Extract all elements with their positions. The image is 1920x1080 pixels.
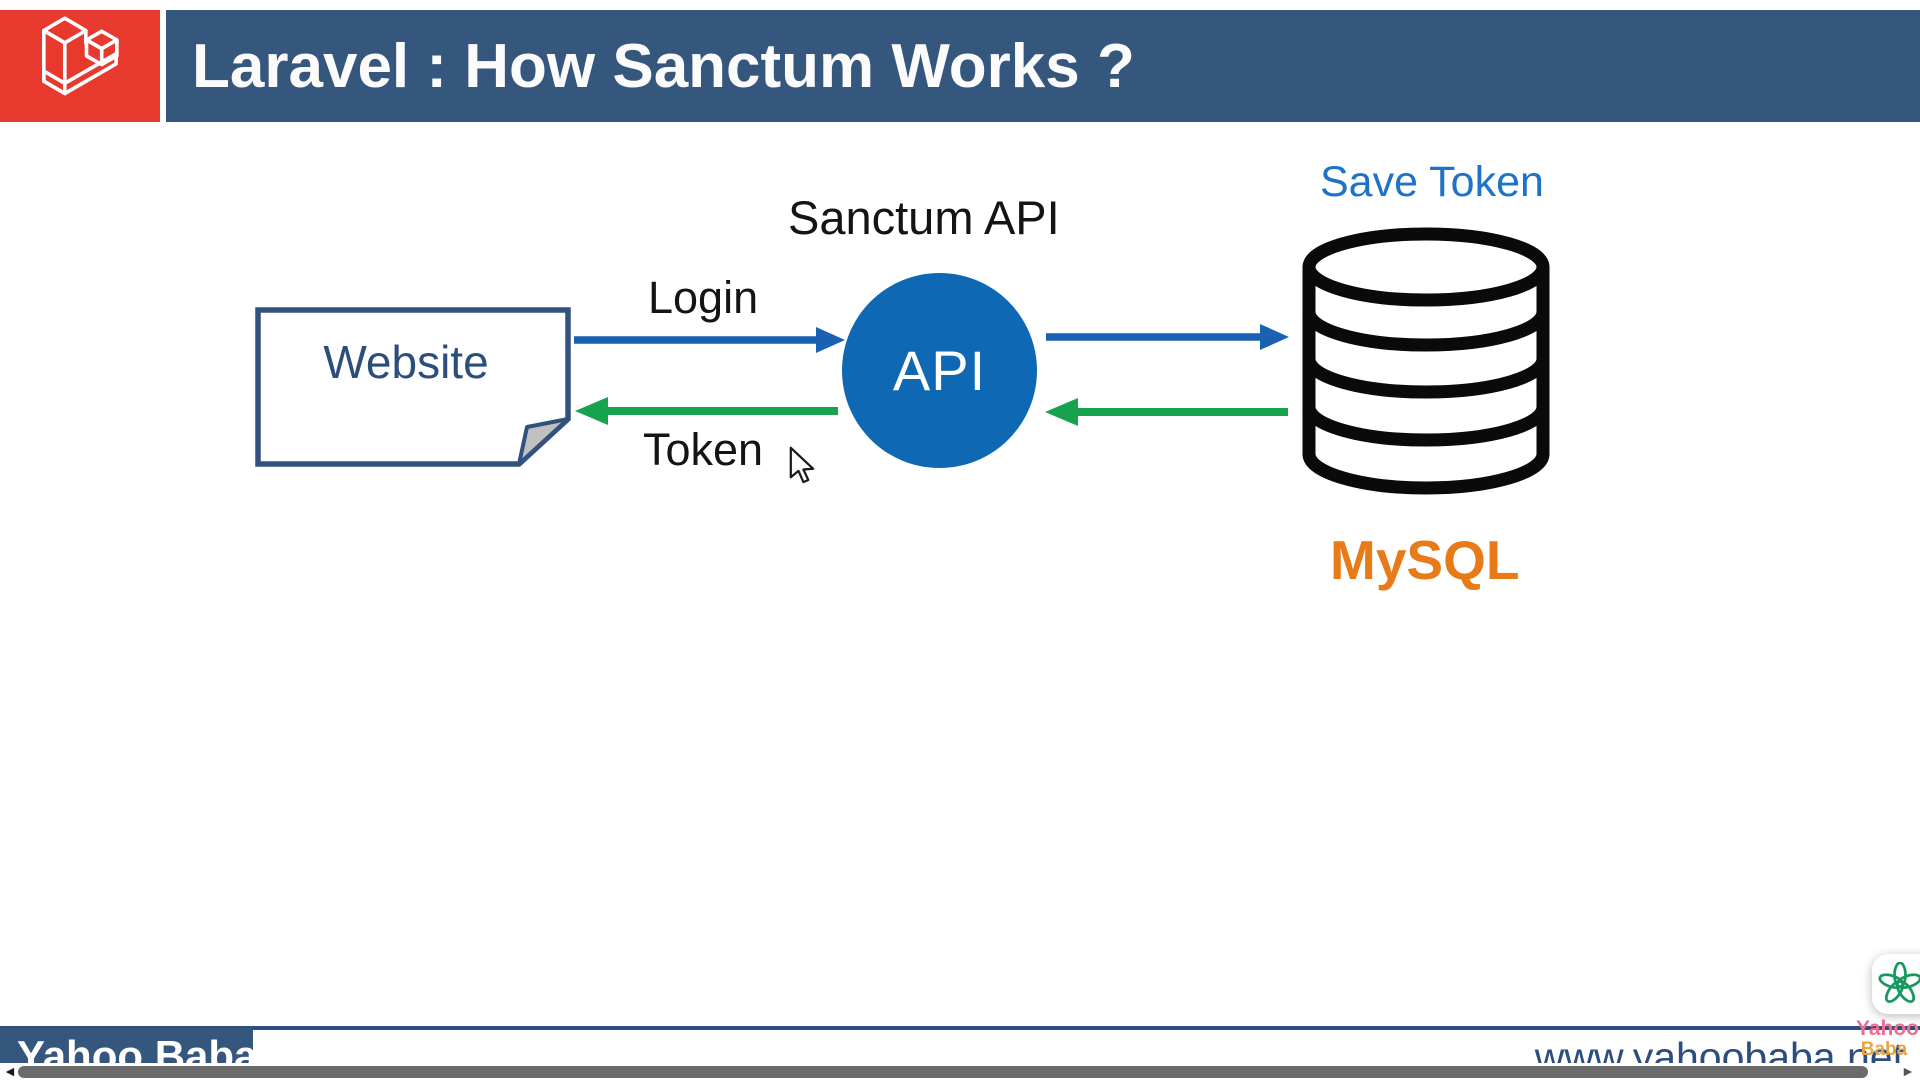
page-title: Laravel : How Sanctum Works ? [192,31,1135,101]
laravel-logo-box [0,10,160,122]
database-icon [1302,227,1550,495]
scrollbar-thumb[interactable] [18,1066,1868,1078]
save-token-label: Save Token [1320,158,1544,206]
watermark-top: Yahoo [1856,1017,1920,1040]
mysql-label: MySQL [1330,529,1520,591]
brand-label: Yahoo Baba [17,1032,253,1069]
watermark-logo: Yahoo Baba [1856,1017,1920,1060]
folded-corner-shape [255,307,571,467]
api-label: API [892,339,987,402]
scrollbar-right-arrow[interactable]: ► [1901,1063,1915,1079]
mouse-cursor-icon [789,446,815,484]
brand-badge: Yahoo Baba [0,1028,253,1069]
token-label: Token [643,424,764,475]
watermark-bottom: Baba [1860,1039,1908,1060]
login-label: Login [648,272,759,323]
footer-divider-line [0,1026,1920,1030]
swirl-logo-icon [1878,961,1920,1003]
token-arrow [575,397,838,425]
api-to-db-arrow [1046,324,1289,350]
header-bar: Laravel : How Sanctum Works ? [166,10,1920,122]
scrollbar-left-arrow[interactable]: ◄ [3,1063,17,1079]
sanctum-api-heading: Sanctum API [788,191,1060,244]
swirl-logo-button[interactable] [1872,954,1920,1014]
db-to-api-arrow [1045,398,1288,426]
laravel-logo-icon [42,16,119,96]
login-arrow [574,327,845,353]
website-node: Website [255,307,571,467]
website-label: Website [323,336,489,388]
api-node: API [842,273,1037,468]
